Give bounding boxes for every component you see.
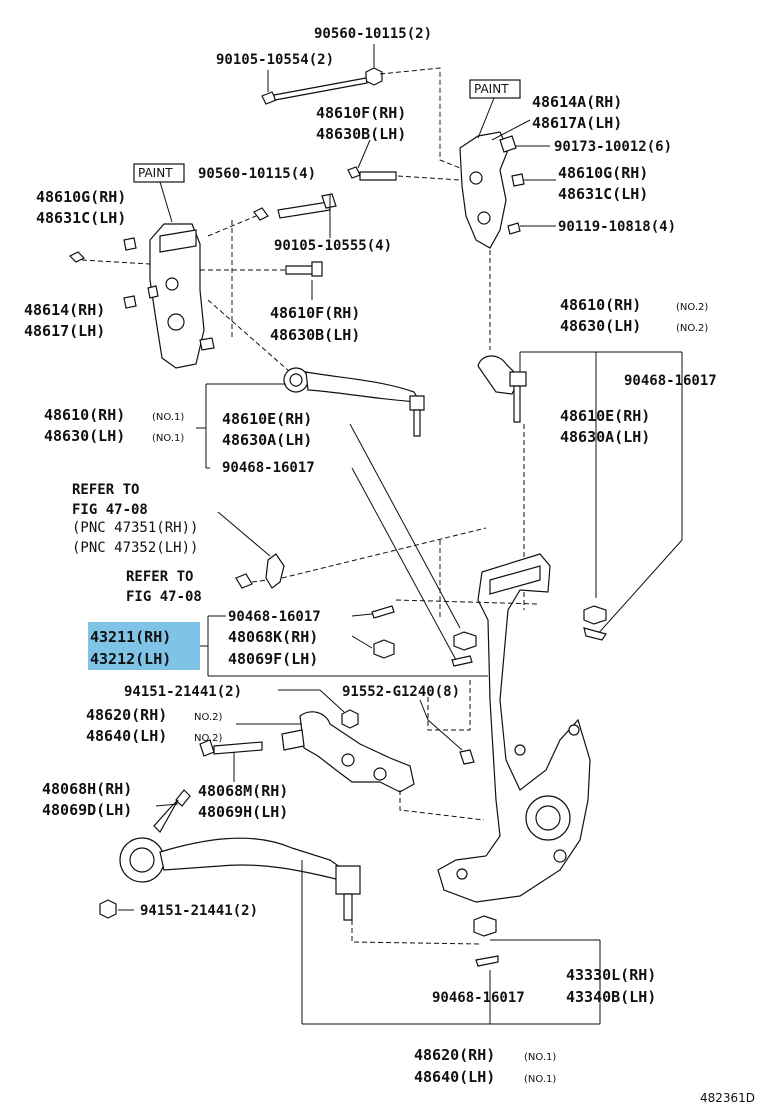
castle-nut-lower[interactable] [473,915,497,937]
label-90468-knuckle[interactable]: 90468-16017 [228,609,321,625]
label-no1-c: (NO.1) [524,1052,556,1063]
refer-text-2b: FIG 47-08 [126,589,202,605]
label-48630a-mid[interactable]: 48630A(LH) [222,431,312,449]
label-48631c-right[interactable]: 48631C(LH) [558,185,648,203]
label-90105-10555[interactable]: 90105-10555(4) [274,238,392,254]
label-43340b[interactable]: 43340B(LH) [566,988,656,1006]
label-48640-no2[interactable]: 48640(LH) [86,727,167,745]
label-48610e-right[interactable]: 48610E(RH) [560,407,650,425]
bolt-91552[interactable] [459,749,475,765]
bolt-90105-10555[interactable] [253,193,337,221]
label-48631c-left[interactable]: 48631C(LH) [36,209,126,227]
castle-nut-upper[interactable] [453,631,477,651]
upper-arm-no2[interactable] [477,355,527,423]
bolt-48068h[interactable] [153,789,191,833]
label-no2-c: NO.2) [194,712,222,723]
label-48620-no2[interactable]: 48620(RH) [86,706,167,724]
label-90468-mid[interactable]: 90468-16017 [222,460,315,476]
label-90468-bottom[interactable]: 90468-16017 [432,990,525,1006]
label-48630b-mid[interactable]: 48630B(LH) [270,326,360,344]
label-48630-no1[interactable]: 48630(LH) [44,427,125,445]
label-94151-bottom[interactable]: 94151-21441(2) [140,903,258,919]
upper-arm-no1[interactable] [283,367,425,437]
refer-text-1b: FIG 47-08 [72,502,148,518]
label-43212[interactable]: 43212(LH) [90,650,171,668]
figure-id: 482361D [700,1091,755,1105]
paint-tag-left [133,163,185,183]
label-48640-no1[interactable]: 48640(LH) [414,1068,495,1086]
bracket-left[interactable] [123,223,205,369]
label-48617[interactable]: 48617(LH) [24,322,105,340]
label-48068h[interactable]: 48068H(RH) [42,780,132,798]
label-48610e-mid[interactable]: 48610E(RH) [222,410,312,428]
lower-arm-no2[interactable] [281,711,415,793]
lower-arm-no1[interactable] [119,837,361,921]
label-48630a-right[interactable]: 48630A(LH) [560,428,650,446]
label-48630b-top[interactable]: 48630B(LH) [316,125,406,143]
label-no2-a: (NO.2) [676,302,708,313]
label-48630-no2[interactable]: 48630(LH) [560,317,641,335]
refer-text-1c: (PNC 47351(RH)) [72,520,198,536]
label-90105-10554[interactable]: 90105-10554(2) [216,52,334,68]
label-48620-no1[interactable]: 48620(RH) [414,1046,495,1064]
bolt-48068m[interactable] [199,739,263,757]
steering-knuckle[interactable] [437,553,591,903]
label-48610-no2[interactable]: 48610(RH) [560,296,641,314]
stabilizer-link[interactable] [235,553,285,589]
nut-top[interactable] [365,67,383,86]
label-48068m[interactable]: 48068M(RH) [198,782,288,800]
label-48610f-mid[interactable]: 48610F(RH) [270,304,360,322]
label-48069h[interactable]: 48069H(LH) [198,803,288,821]
refer-text-1d: (PNC 47352(LH)) [72,540,198,556]
label-90560-10115-2[interactable]: 90560-10115(2) [314,26,432,42]
label-no1-b: (NO.1) [152,433,184,444]
label-48069d[interactable]: 48069D(LH) [42,801,132,819]
label-43211[interactable]: 43211(RH) [90,628,171,646]
label-48610g-left[interactable]: 48610G(RH) [36,188,126,206]
label-43330l[interactable]: 43330L(RH) [566,966,656,984]
selected-part-highlight [88,622,200,670]
label-no2-b: (NO.2) [676,323,708,334]
paint-tag-top-text: PAINT [474,82,509,96]
label-48068k[interactable]: 48068K(RH) [228,628,318,646]
nut-94151-top[interactable] [341,709,359,729]
nut-48068k[interactable] [373,639,395,659]
label-90119[interactable]: 90119-10818(4) [558,219,676,235]
label-48610-no1[interactable]: 48610(RH) [44,406,125,424]
label-94151-top[interactable]: 94151-21441(2) [124,684,242,700]
paint-tag-left-text: PAINT [138,166,173,180]
label-no1-a: (NO.1) [152,412,184,423]
label-48069f[interactable]: 48069F(LH) [228,650,318,668]
paint-tag-top [469,79,521,99]
label-no1-d: (NO.1) [524,1074,556,1085]
bolt-48610f-mid[interactable] [285,261,323,277]
refer-text-1a: REFER TO [72,482,139,498]
label-48614a[interactable]: 48614A(RH) [532,93,622,111]
bracket-right-upper[interactable] [459,131,525,249]
label-91552[interactable]: 91552-G1240(8) [342,684,460,700]
label-48617a[interactable]: 48617A(LH) [532,114,622,132]
label-48610f-top[interactable]: 48610F(RH) [316,104,406,122]
label-48614[interactable]: 48614(RH) [24,301,105,319]
castle-nut-right[interactable] [583,605,607,625]
bolt-48610f-top[interactable] [347,166,397,181]
nut-94151-bottom[interactable] [99,899,117,919]
label-90468-right[interactable]: 90468-16017 [624,373,717,389]
label-90173[interactable]: 90173-10012(6) [554,139,672,155]
label-48610g-right[interactable]: 48610G(RH) [558,164,648,182]
label-90560-10115-4[interactable]: 90560-10115(4) [198,166,316,182]
label-no2-d: NO.2) [194,733,222,744]
refer-text-2a: REFER TO [126,569,193,585]
bolt-top[interactable] [261,77,368,105]
